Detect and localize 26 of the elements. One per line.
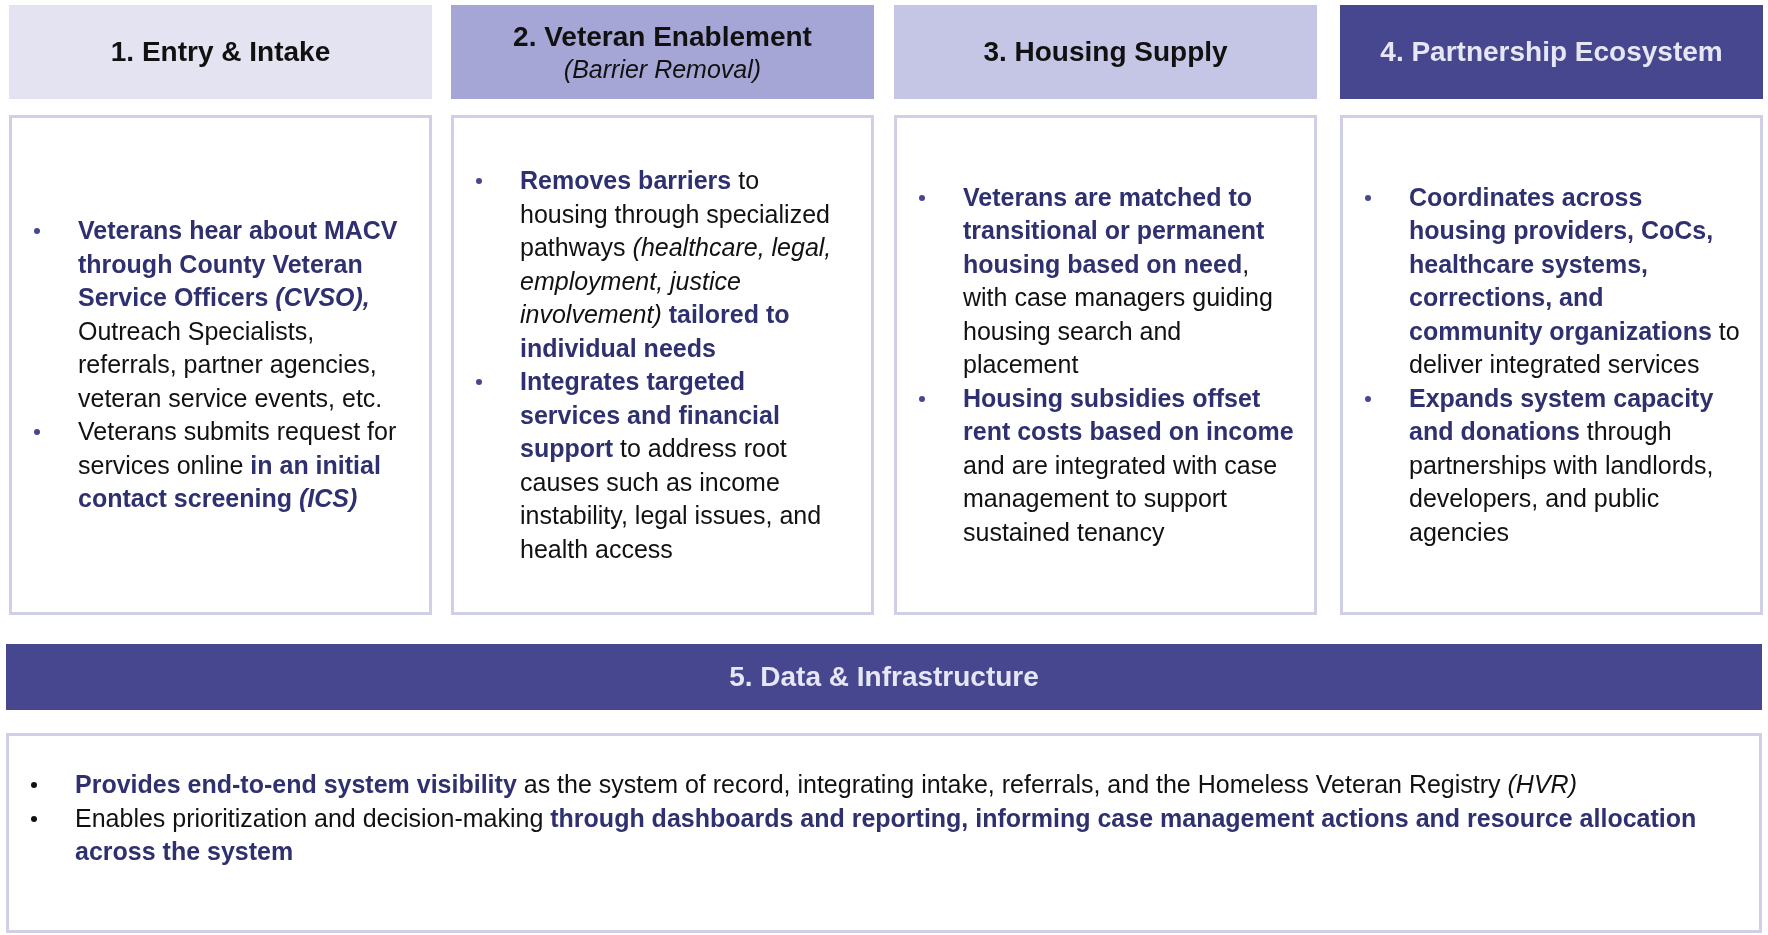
section-title: 5. Data & Infrastructure xyxy=(729,660,1039,694)
section-card xyxy=(1340,115,1763,615)
bullet-text: Housing subsidies offset rent costs based on income and are integrated with case management to support sustained tenancy xyxy=(963,382,1294,548)
bullet-text: Integrates targeted services and financial support to address root causes such as income instability, legal issues, and health access xyxy=(520,366,823,565)
section-title: 4. Partnership Ecosystem xyxy=(1380,35,1723,69)
section-title: 3. Housing Supply xyxy=(983,35,1228,69)
section-title: 1. Entry & Intake xyxy=(110,35,331,69)
bullet-text: Veterans submits request for services online in an initial contact screening (ICS) xyxy=(78,416,398,515)
section-subtitle: (Barrier Removal) xyxy=(563,54,762,84)
bullet-text: Veterans hear about MACV through County Veteran Service Officers (CVSO), Outreach Specialists, referrals, partner agencies, veteran service events, etc. xyxy=(78,215,399,414)
section-card xyxy=(451,115,874,615)
section-card xyxy=(894,115,1317,615)
section-card xyxy=(6,733,1762,933)
section-header-band xyxy=(894,5,1317,99)
section-card xyxy=(9,115,432,615)
section-header-band xyxy=(6,644,1762,710)
section-header-band xyxy=(451,5,874,99)
bullet-text: Provides end-to-end system visibility as the system of record, integrating intake, referrals, and the Homeless Veteran Registry (HVR) xyxy=(75,769,1577,800)
section-header-band xyxy=(1340,5,1763,99)
section-title: 2. Veteran Enablement xyxy=(513,20,812,54)
bullet-text: Veterans are matched to transitional or permanent housing based on need, with case managers guiding housing search and placement xyxy=(963,181,1274,381)
section-header-band xyxy=(9,5,432,99)
bullet-text: Expands system capacity and donations through partnerships with landlords, developers, and public agencies xyxy=(1409,382,1715,548)
bullet-text: Coordinates across housing providers, CoCs, healthcare systems, corrections, and community organizations to deliver integrated services xyxy=(1409,181,1740,381)
bullet-text: Removes barriers to housing through specialized pathways (healthcare, legal, employment, justice involvement) tailored to individual needs xyxy=(520,165,833,364)
bullet-text: Enables prioritization and decision-making through dashboards and reporting, informing case management actions and resource allocation across the system xyxy=(75,802,1698,867)
